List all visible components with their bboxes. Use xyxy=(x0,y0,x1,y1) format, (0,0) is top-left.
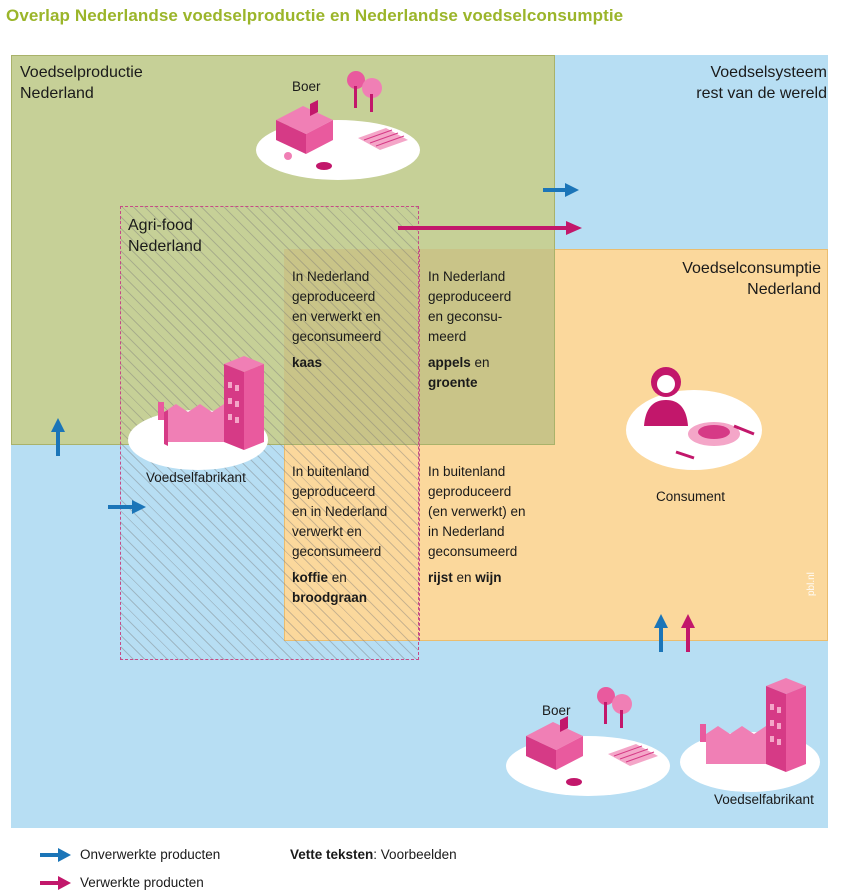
arrow-unprocessed-into-production xyxy=(51,418,65,456)
example-bold-text: groente xyxy=(428,375,478,390)
consumer-label: Consument xyxy=(656,489,726,504)
cell-top-left-text: In Nederland geproduceerd en verwerkt en… xyxy=(292,269,382,344)
example-text: en xyxy=(470,355,490,370)
arrow-unprocessed-import xyxy=(654,614,668,652)
diagram-title: Overlap Nederlandse voedselproductie en … xyxy=(6,6,624,25)
farmer-bottom-label: Boer xyxy=(542,703,571,718)
example-bold-text: kaas xyxy=(292,355,323,370)
cell-top-left-example: kaas xyxy=(292,353,422,373)
example-bold-text: broodgraan xyxy=(292,590,368,605)
cell-bottom-right-example: rijst en wijn xyxy=(428,568,558,588)
arrow-processed-export xyxy=(398,221,582,235)
example-bold-text: koffie xyxy=(292,570,329,585)
cell-bottom-left-text: In buitenland geproduceerd en in Nederla… xyxy=(292,464,388,559)
factory-icon-bottom xyxy=(680,678,820,792)
legend-processed-arrow-icon xyxy=(40,876,71,890)
legend-unprocessed-label: Onverwerkte producten xyxy=(80,847,221,862)
consumer-icon xyxy=(626,367,762,470)
example-text: en xyxy=(328,570,347,585)
farmer-top-label: Boer xyxy=(292,79,321,94)
factory-icon xyxy=(128,356,268,470)
factory-bottom-label: Voedselfabrikant xyxy=(714,792,814,807)
agrifood-label: Agri-food Nederland xyxy=(128,217,202,255)
cell-top-right: In Nederland geproduceerd en geconsu- me… xyxy=(428,267,558,393)
agrifood-divider xyxy=(419,249,420,641)
arrow-processed-import xyxy=(681,614,695,652)
example-bold-text: wijn xyxy=(475,570,502,585)
example-bold-text: rijst xyxy=(428,570,453,585)
arrow-unprocessed-into-agrifood xyxy=(108,500,146,514)
example-bold-text: appels xyxy=(428,355,471,370)
legend-bold-rest: : Voorbeelden xyxy=(373,847,457,862)
production-label: Voedselproductie Nederland xyxy=(20,64,143,102)
cell-bottom-right-text: In buitenland geproduceerd (en verwerkt)… xyxy=(428,464,526,559)
world-label: Voedselsysteem rest van de wereld xyxy=(696,64,827,102)
factory-left-label: Voedselfabrikant xyxy=(146,470,246,485)
cell-bottom-left-example: koffie en broodgraan xyxy=(292,568,422,608)
cell-top-right-example: appels en groente xyxy=(428,353,558,393)
cell-bottom-left: In buitenland geproduceerd en in Nederla… xyxy=(292,462,422,608)
legend-processed-label: Verwerkte producten xyxy=(80,875,204,890)
farm-icon xyxy=(256,71,420,180)
cell-top-right-text: In Nederland geproduceerd en geconsu- me… xyxy=(428,269,512,344)
farm-icon-bottom xyxy=(506,687,670,796)
legend-bold-note: Vette teksten: Voorbeelden xyxy=(290,847,457,862)
consumption-label: Voedselconsumptie Nederland xyxy=(682,260,821,298)
arrow-unprocessed-export xyxy=(543,183,579,197)
legend-bold-label: Vette teksten xyxy=(290,847,374,862)
watermark: pbl.nl xyxy=(806,572,817,596)
legend-unprocessed-arrow-icon xyxy=(40,848,71,862)
example-text: en xyxy=(452,570,476,585)
cell-top-left: In Nederland geproduceerd en verwerkt en… xyxy=(292,267,422,373)
cell-bottom-right: In buitenland geproduceerd (en verwerkt)… xyxy=(428,462,558,588)
